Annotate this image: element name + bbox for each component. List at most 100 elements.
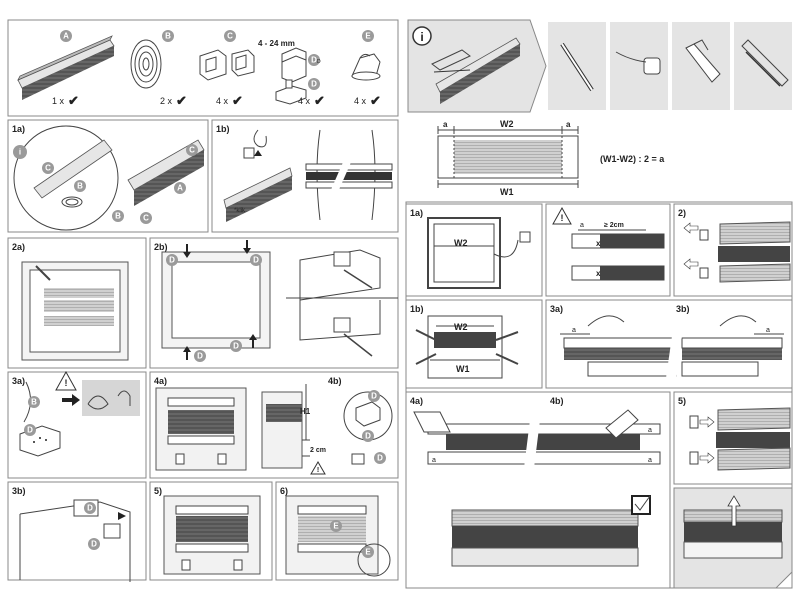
warning-mark: !: [65, 378, 68, 388]
label-c: C: [45, 164, 51, 173]
part-e-qty: 4 x: [354, 96, 367, 106]
right-panel-3b-label: 3b): [676, 304, 690, 314]
measure-formula: (W1-W2) : 2 = a: [600, 154, 665, 164]
part-d2-letter: D: [311, 80, 317, 89]
check-icon: ✔: [176, 93, 187, 108]
part-d-clamps: 4 - 24 mm D D D 4 x ✔: [258, 39, 325, 108]
right-panel-1a: 1a) W2: [405, 203, 543, 297]
label-b: B: [77, 182, 83, 191]
check-icon: ✔: [68, 93, 79, 108]
label-d: D: [233, 342, 239, 351]
label-d: D: [197, 352, 203, 361]
panel-1a: 1a) i C B A C C B: [7, 119, 209, 233]
label-d: D: [365, 432, 371, 441]
right-panel-3: 3a) 3b) a a: [545, 299, 793, 389]
panel-2a-label: 2a): [12, 242, 25, 252]
tools-section: i: [407, 19, 792, 113]
right-panel-cut: ! a ≥ 2cm x x: [545, 203, 671, 297]
right-panel-5-label: 5): [678, 396, 686, 406]
parts-range: 4 - 24 mm: [258, 39, 295, 48]
parts-overview: A 1 x ✔ B 2 x ✔ C 4 x ✔ 4 -: [7, 19, 399, 117]
right-panel-3a-label: 3a): [550, 304, 563, 314]
label-d: D: [91, 540, 97, 549]
label-d: D: [371, 392, 377, 401]
label-d: D: [253, 256, 259, 265]
label-e: E: [365, 548, 371, 557]
label-d: D: [169, 256, 175, 265]
r3b-a: a: [766, 327, 770, 334]
r1b-w2: W2: [454, 322, 468, 332]
label-a: A: [177, 184, 183, 193]
warning-icon: [310, 461, 326, 475]
part-b-cord: B 2 x ✔: [130, 30, 187, 108]
part-e-letter: E: [365, 32, 371, 41]
info-glyph: i: [420, 30, 423, 44]
right-panel-1b-label: 1b): [410, 304, 424, 314]
warning-icon: [552, 206, 572, 225]
r4-a: a: [648, 427, 652, 434]
right-panel-1a-label: 1a): [410, 208, 423, 218]
cut-a: a: [580, 222, 584, 229]
ge2cm-label: ≥ 2cm: [604, 222, 624, 229]
svg-text:!: !: [317, 467, 319, 474]
panel-1b: 1b) *klik: [211, 119, 399, 233]
measure-a-left: a: [443, 120, 448, 129]
panel-1b-label: 1b): [216, 124, 230, 134]
label-d: D: [377, 454, 383, 463]
panel-3a-label: 3a): [12, 376, 25, 386]
label-c: C: [143, 214, 149, 223]
panel-2b-label: 2b): [154, 242, 168, 252]
label-d: D: [27, 426, 33, 435]
part-b-letter: B: [165, 32, 171, 41]
info-icon: i: [19, 148, 21, 157]
part-b-qty: 2 x: [160, 96, 173, 106]
panel-2a: 2a): [7, 237, 147, 369]
label-c: C: [189, 146, 195, 155]
panel-4a-label: 4a): [154, 376, 167, 386]
right-panel-4: 4a) 4b) a a a a: [405, 391, 671, 589]
r4-a: a: [648, 457, 652, 464]
panel-5: 5): [149, 481, 273, 581]
part-a-letter: A: [63, 32, 69, 41]
right-panel-final: [673, 487, 793, 589]
part-d1-sub: D: [317, 59, 321, 65]
click-text: *klik: [234, 208, 246, 214]
measure-w2: W2: [500, 119, 514, 129]
panel-3b-label: 3b): [12, 486, 26, 496]
warning-icon: [55, 370, 77, 391]
check-icon: ✔: [232, 93, 243, 108]
measure-a-right: a: [566, 120, 571, 129]
label-d: D: [87, 504, 93, 513]
right-panel-4b-label: 4b): [550, 396, 564, 406]
part-c-clips: C 4 x ✔: [199, 30, 255, 108]
done-checkbox-icon: [631, 495, 651, 515]
r3a-a: a: [572, 327, 576, 334]
panel-4b-label: 4b): [328, 376, 342, 386]
label-b: B: [115, 212, 121, 221]
panel-5-label: 5): [154, 486, 162, 496]
part-a-qty: 1 x: [52, 96, 65, 106]
right-panel-2: 2): [673, 203, 793, 297]
part-c-qty: 4 x: [216, 96, 229, 106]
measure-diagram: a W2 a W1 (W1-W2) : 2 = a: [437, 119, 665, 197]
info-icon: [412, 26, 432, 46]
panel-6-label: 6): [280, 486, 288, 496]
right-panel-5: 5): [673, 391, 793, 485]
panel-2b: 2b) D D D D: [149, 237, 399, 369]
part-a-profile: A 1 x ✔: [17, 30, 115, 108]
right-panel-4a-label: 4a): [410, 396, 423, 406]
r4-a: a: [432, 457, 436, 464]
arrow-up-icon: [727, 495, 741, 527]
panel-4a: 4a) 4b) H1 2 cm ! D D D: [149, 371, 399, 479]
part-a-badge: [60, 30, 72, 42]
cut-x-mark: x: [596, 239, 601, 248]
part-c-letter: C: [227, 32, 233, 41]
h1-label: H1: [300, 407, 311, 416]
r1b-w1: W1: [456, 364, 470, 374]
measure-w1: W1: [500, 187, 514, 197]
label-e: E: [333, 522, 339, 531]
r1a-w2: W2: [454, 238, 468, 248]
panel-6: 6) E E: [275, 481, 399, 581]
panel-3b: 3b) D D: [7, 481, 147, 582]
